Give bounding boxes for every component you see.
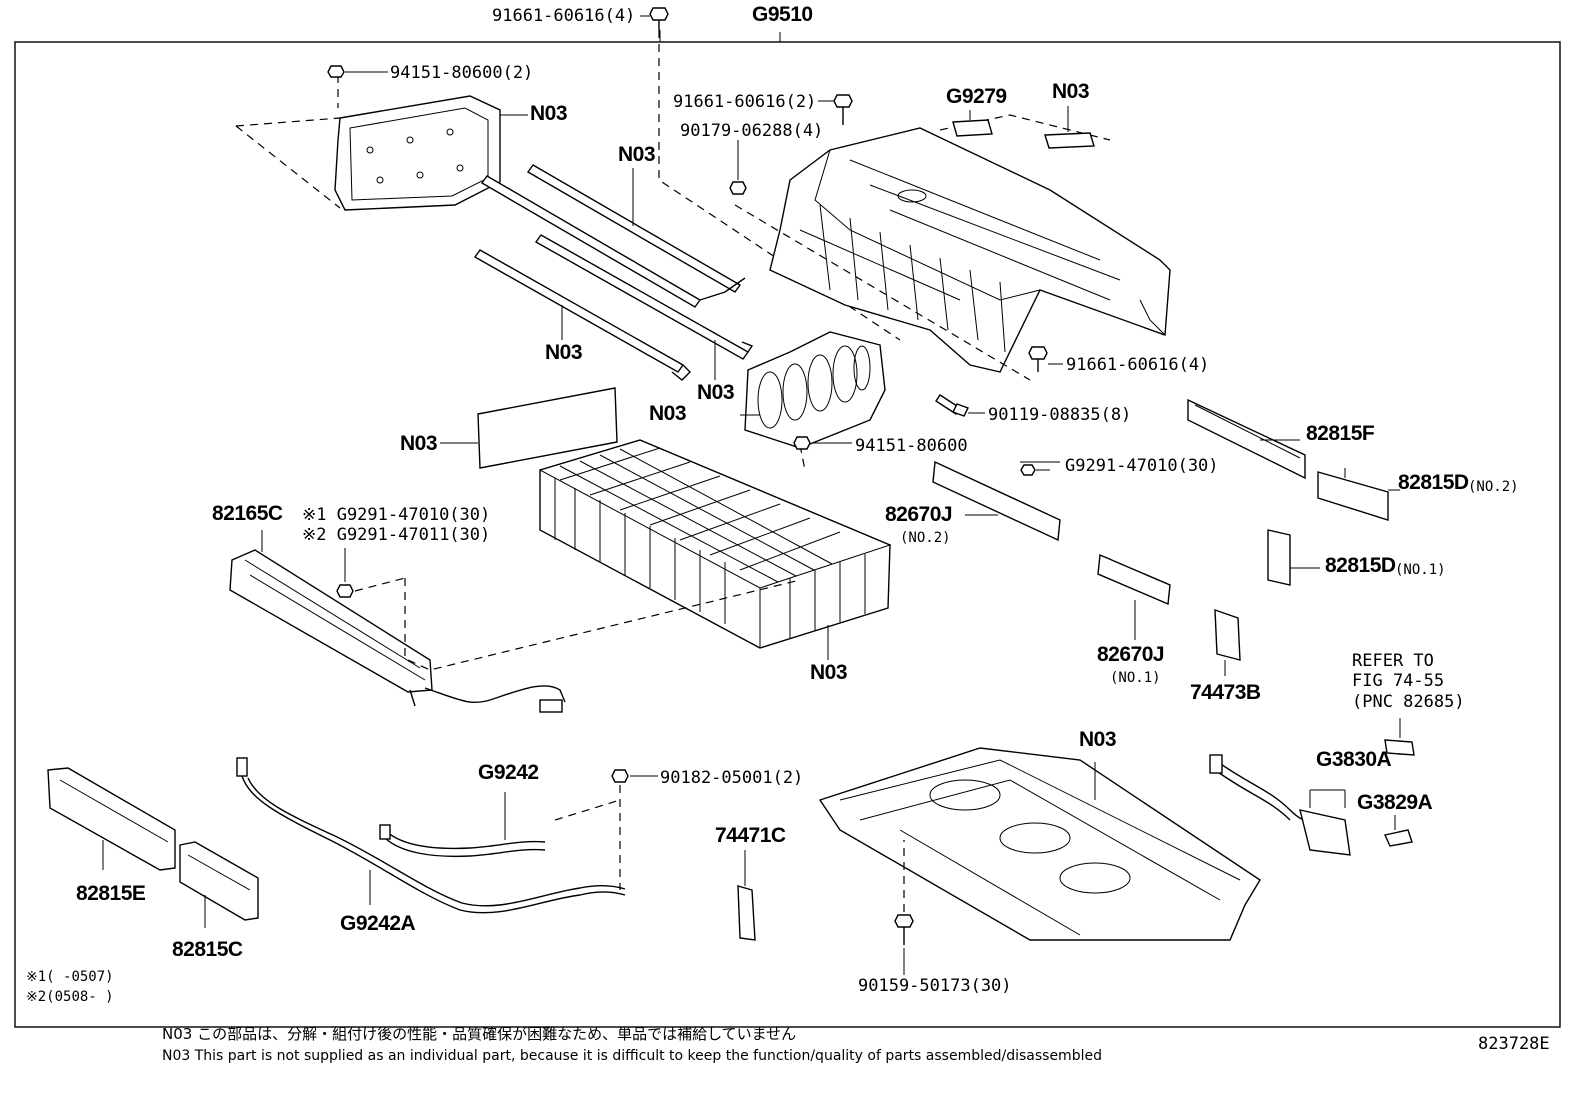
label-82815f: 82815F	[1306, 422, 1375, 445]
label-rod-upper: N03	[618, 143, 656, 166]
note-japanese: N03 この部品は、分解・組付け後の性能・品質確保が困難なため、単品では補給して…	[162, 1025, 797, 1043]
label-refer-2: FIG 74-55	[1352, 671, 1445, 691]
end-bracket	[744, 331, 886, 471]
label-assembly: G9510	[752, 3, 813, 26]
label-74471c: 74471C	[715, 824, 786, 847]
diagram-frame	[14, 41, 1561, 1028]
holder-74473b	[1214, 608, 1241, 676]
bolt-icon	[649, 7, 669, 30]
label-74473b: 74473B	[1190, 681, 1261, 704]
label-n03-top-right: N03	[1052, 80, 1090, 103]
label-82815d2: 82815D	[1398, 471, 1469, 494]
label-82670j2: 82670J	[885, 503, 953, 526]
label-82815d1-note: (NO.1)	[1395, 562, 1446, 578]
label-cover-left: N03	[530, 102, 568, 125]
clip-g3829a	[1384, 815, 1413, 847]
footnote-1: ※1( -0507)	[26, 969, 114, 985]
label-82670j1-note: (NO.1)	[1110, 670, 1161, 686]
lower-tray	[818, 747, 1261, 941]
label-bracket: N03	[649, 402, 687, 425]
wire-g9242a	[236, 757, 626, 914]
label-nut-center: 94151-80600	[855, 436, 968, 456]
label-82670j1: 82670J	[1097, 643, 1165, 666]
terminal-plate-82815d2	[1317, 471, 1400, 521]
label-bolt-mid: 91661-60616(2)	[673, 92, 817, 112]
label-82815d1: 82815D	[1325, 554, 1396, 577]
label-82815e: 82815E	[76, 882, 146, 905]
terminal-cover-82815c	[179, 841, 259, 928]
label-rod-mid: N03	[697, 381, 735, 404]
bus-bar-82670j1	[1097, 553, 1171, 640]
diagram-code: 823728E	[1478, 1034, 1550, 1054]
label-tray: N03	[1079, 728, 1117, 751]
terminal-plate-82815d1	[1267, 529, 1320, 586]
upper-case-cover	[734, 114, 1171, 381]
harness-g3830a	[1209, 754, 1351, 856]
bus-bar-module	[229, 530, 801, 713]
refer-part	[1384, 739, 1415, 756]
label-nut-alt2: ※2 G9291-47011(30)	[302, 525, 491, 545]
label-pad: N03	[400, 432, 438, 455]
terminal-plate-82815f	[1187, 398, 1306, 480]
n03-pad-top-right	[1044, 132, 1095, 149]
terminal-cover-82815e	[47, 767, 176, 871]
label-82165c: 82165C	[212, 502, 283, 525]
label-g3830a: G3830A	[1316, 748, 1392, 771]
holder-74471c	[737, 850, 756, 941]
g9279-pad	[952, 119, 993, 137]
label-g3829a: G3829A	[1357, 791, 1433, 814]
nut-icon	[327, 65, 345, 78]
side-cover-left	[235, 75, 528, 211]
label-bolt-bottom: 90159-50173(30)	[858, 976, 1012, 996]
label-g9242: G9242	[478, 761, 539, 784]
foam-pad	[477, 387, 618, 469]
bolt-long-icon	[935, 394, 969, 417]
bolt-icon	[833, 94, 853, 125]
label-top-bolt: 91661-60616(4)	[492, 6, 636, 26]
bolt-icon	[894, 914, 914, 945]
battery-module-stack	[538, 439, 892, 660]
label-battery-stack: N03	[810, 661, 848, 684]
nut-icon	[793, 436, 811, 450]
note-english: N03 This part is not supplied as an indi…	[162, 1048, 1102, 1064]
label-82670j2-note: (NO.2)	[900, 530, 951, 546]
label-refer-3: (PNC 82685)	[1352, 692, 1465, 712]
label-bolt-right: 91661-60616(4)	[1066, 355, 1210, 375]
nut-icon	[1020, 464, 1036, 476]
nut-icon	[336, 584, 354, 598]
label-g9242a: G9242A	[340, 912, 416, 935]
label-rod-lower: N03	[545, 341, 583, 364]
wire-g9242	[379, 792, 546, 858]
label-nut-mid: 90179-06288(4)	[680, 121, 824, 141]
label-refer-1: REFER TO	[1352, 651, 1434, 671]
label-nut-lower: 90182-05001(2)	[660, 768, 804, 788]
label-nut-g9291: G9291-47010(30)	[1065, 456, 1219, 476]
label-nut-alt1: ※1 G9291-47010(30)	[302, 505, 491, 525]
tie-rods	[473, 164, 754, 381]
label-nut-upper: 94151-80600(2)	[390, 63, 534, 83]
bolt-icon	[1028, 346, 1048, 372]
bus-bar-82670j2	[932, 460, 1061, 542]
label-bolt-long: 90119-08835(8)	[988, 405, 1132, 425]
label-82815c: 82815C	[172, 938, 243, 961]
footnote-2: ※2(0508- )	[26, 989, 114, 1005]
nut-icon	[611, 769, 629, 783]
label-g9279: G9279	[946, 85, 1007, 108]
nut-icon	[729, 181, 747, 195]
label-82815d2-note: (NO.2)	[1468, 479, 1519, 495]
